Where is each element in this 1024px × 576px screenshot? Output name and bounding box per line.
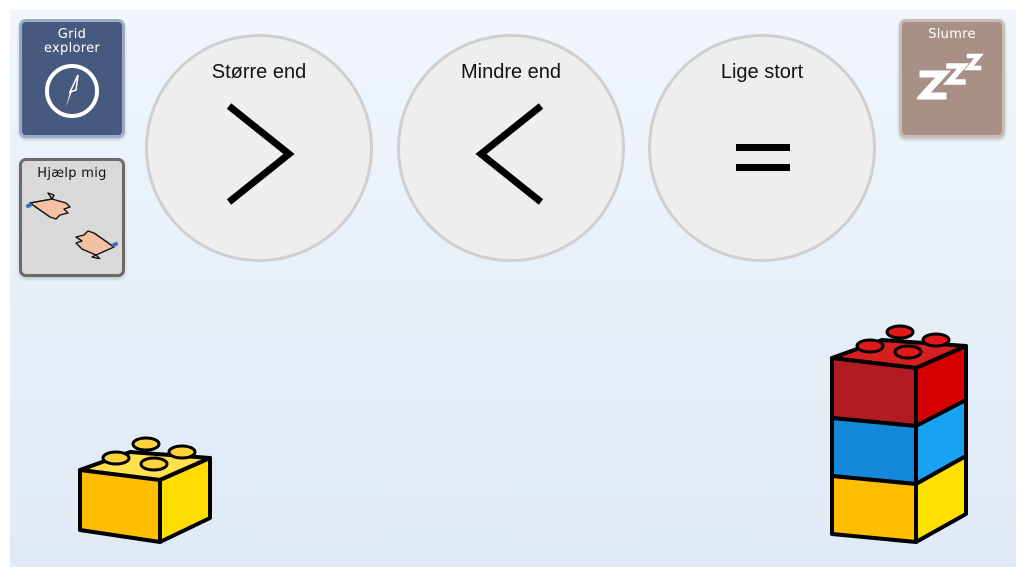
yellow-brick-single <box>78 436 212 544</box>
snooze-label: Slumre <box>928 27 976 42</box>
greater-than-label: Større end <box>211 61 307 83</box>
greater-than-icon <box>226 103 295 205</box>
equals-button[interactable]: Lige stort <box>648 34 876 262</box>
three-brick-tower <box>830 324 968 544</box>
help-me-button[interactable]: Hjælp mig <box>19 158 125 277</box>
less-than-label: Mindre end <box>460 61 562 83</box>
equals-icon <box>736 144 790 171</box>
less-than-icon <box>475 103 544 205</box>
equals-label: Lige stort <box>720 61 804 83</box>
compass-icon <box>45 64 99 118</box>
snooze-button[interactable]: Slumre <box>899 19 1005 138</box>
help-me-label: Hjælp mig <box>37 166 107 181</box>
grid-explorer-button[interactable]: Grid explorer <box>19 19 125 138</box>
zzz-icon <box>917 53 984 100</box>
grid-explorer-label-line2: explorer <box>43 41 101 56</box>
less-than-button[interactable]: Mindre end <box>397 34 625 262</box>
helping-hands-icon <box>26 192 118 259</box>
greater-than-button[interactable]: Større end <box>145 34 373 262</box>
grid-explorer-label-line1: Grid <box>57 27 87 42</box>
